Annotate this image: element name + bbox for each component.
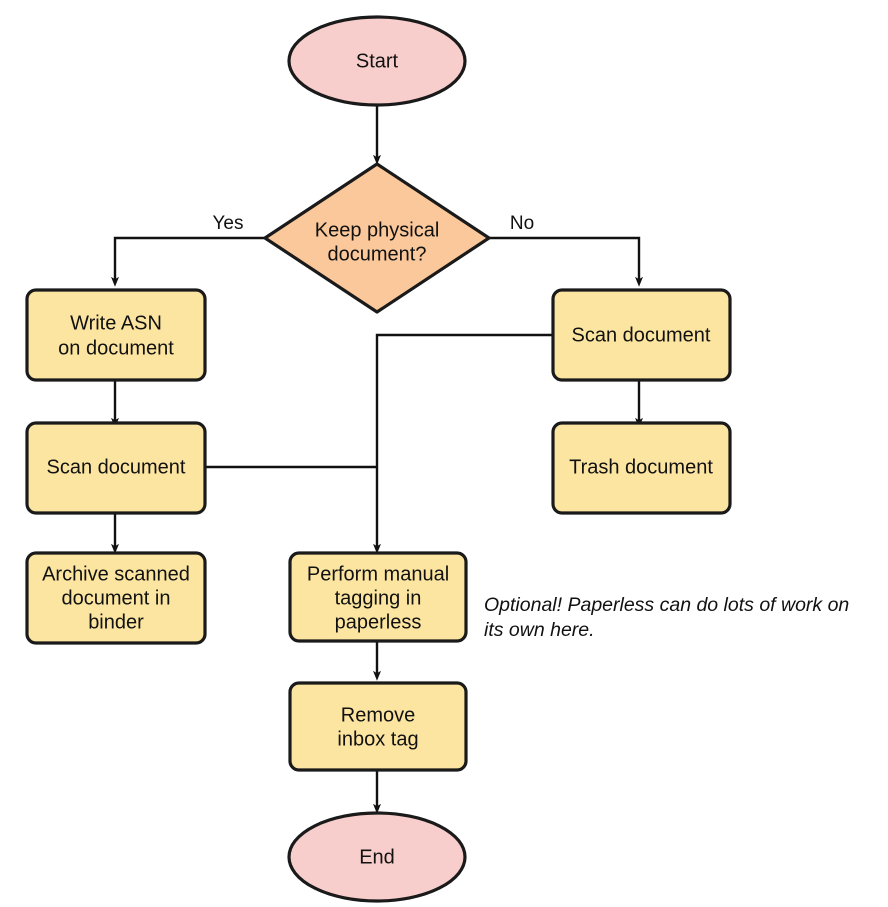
trash-document-label: Trash document bbox=[569, 456, 713, 478]
decision-label-line1: Keep physical bbox=[315, 219, 440, 241]
tagging-label-line1: Perform manual bbox=[307, 563, 449, 585]
node-write-asn-on-document[interactable]: Write ASN on document bbox=[25, 288, 207, 382]
decision-label-line2: document? bbox=[328, 243, 427, 265]
optional-note: Optional! Paperless can do lots of work … bbox=[484, 594, 849, 641]
decision-diamond bbox=[263, 162, 491, 314]
write-asn-label-line2: on document bbox=[58, 337, 174, 359]
end-label: End bbox=[359, 846, 395, 868]
edge-decision-no-to-scan-right bbox=[489, 236, 643, 287]
tagging-box bbox=[288, 551, 468, 643]
archive-label-line1: Archive scanned bbox=[42, 563, 190, 585]
edge-decision-yes-to-write-asn bbox=[111, 236, 265, 287]
node-start[interactable]: Start bbox=[287, 15, 467, 107]
node-scan-document-left[interactable]: Scan document bbox=[25, 421, 207, 515]
archive-label-line2: document in bbox=[62, 587, 171, 609]
scan-document-left-label: Scan document bbox=[47, 456, 186, 478]
archive-label-line3: binder bbox=[88, 611, 144, 633]
node-archive-scanned-document[interactable]: Archive scanned document in binder bbox=[25, 551, 207, 645]
optional-note-line1: Optional! Paperless can do lots of work … bbox=[484, 594, 849, 616]
write-asn-box bbox=[25, 288, 207, 382]
scan-document-left-box bbox=[25, 421, 207, 515]
scan-document-right-label: Scan document bbox=[572, 324, 711, 346]
end-ellipse bbox=[287, 811, 467, 903]
start-label: Start bbox=[356, 50, 399, 72]
node-trash-document[interactable]: Trash document bbox=[551, 421, 732, 515]
node-scan-document-right[interactable]: Scan document bbox=[551, 288, 732, 382]
start-ellipse bbox=[287, 15, 467, 107]
edge-label-no: No bbox=[510, 213, 534, 234]
remove-inbox-label-line2: inbox tag bbox=[337, 728, 418, 750]
remove-inbox-label-line1: Remove bbox=[341, 704, 415, 726]
node-remove-inbox-tag[interactable]: Remove inbox tag bbox=[288, 681, 468, 772]
remove-inbox-box bbox=[288, 681, 468, 772]
scan-document-right-box bbox=[551, 288, 732, 382]
edge-layer bbox=[111, 103, 643, 814]
optional-note-line2: its own here. bbox=[484, 619, 595, 641]
edge-label-layer: Yes No bbox=[213, 213, 535, 234]
write-asn-label-line1: Write ASN bbox=[70, 312, 162, 334]
edge-scan-right-to-tagging bbox=[373, 333, 553, 554]
node-end[interactable]: End bbox=[287, 811, 467, 903]
tagging-label-line2: tagging in bbox=[335, 587, 422, 609]
edge-label-yes: Yes bbox=[213, 213, 244, 234]
node-perform-manual-tagging[interactable]: Perform manual tagging in paperless bbox=[288, 551, 468, 643]
tagging-label-line3: paperless bbox=[335, 611, 422, 633]
archive-box bbox=[25, 551, 207, 645]
trash-document-box bbox=[551, 421, 732, 515]
node-decision-keep-physical-document[interactable]: Keep physical document? bbox=[263, 162, 491, 314]
